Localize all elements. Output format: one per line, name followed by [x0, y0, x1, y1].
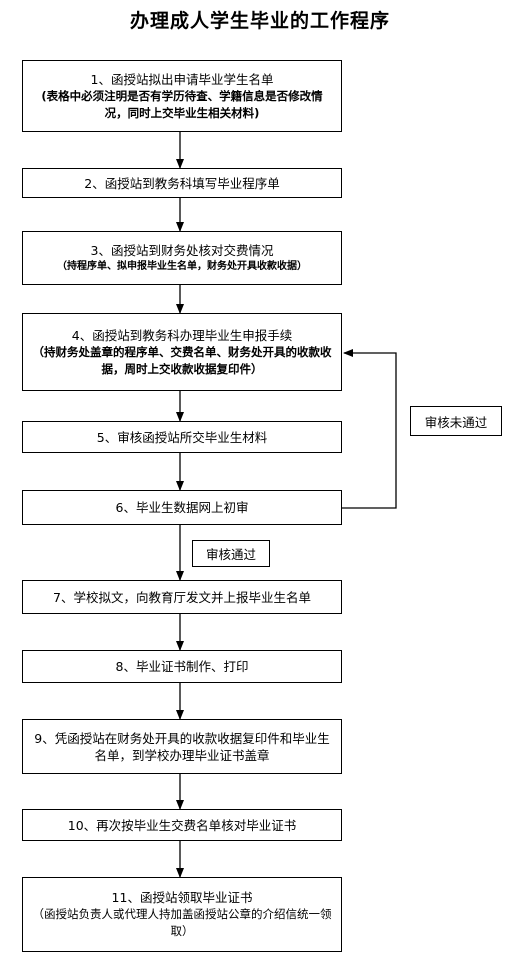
step-1-box: 1、函授站拟出申请毕业学生名单 (表格中必须注明是否有学历待查、学籍信息是否修改…	[22, 60, 342, 132]
step-11-box: 11、函授站领取毕业证书 （函授站负责人或代理人持加盖函授站公章的介绍信统一领取…	[22, 877, 342, 952]
step-2-title: 2、函授站到教务科填写毕业程序单	[84, 175, 280, 191]
step-11-title: 11、函授站领取毕业证书	[111, 890, 253, 905]
step-11-note: （函授站负责人或代理人持加盖函授站公章的介绍信统一领取）	[32, 907, 332, 938]
step-9-title: 9、凭函授站在财务处开具的收款收据复印件和毕业生名单，到学校办理毕业证书盖章	[34, 730, 330, 763]
step-4-note: （持财务处盖章的程序单、交费名单、财务处开具的收款收据，周时上交收款收据复印件）	[32, 344, 332, 376]
step-6-box: 6、毕业生数据网上初审	[22, 490, 342, 525]
step-7-title: 7、学校拟文，向教育厅发文并上报毕业生名单	[53, 589, 311, 605]
step-1-title: 1、函授站拟出申请毕业学生名单	[90, 71, 274, 87]
step-6-title: 6、毕业生数据网上初审	[115, 500, 249, 515]
step-4-box: 4、函授站到教务科办理毕业生申报手续 （持财务处盖章的程序单、交费名单、财务处开…	[22, 313, 342, 391]
step-3-box: 3、函授站到财务处核对交费情况 （持程序单、拟申报毕业生名单，财务处开具收款收据…	[22, 231, 342, 285]
step-10-title: 10、再次按毕业生交费名单核对毕业证书	[67, 817, 297, 833]
step-3-title: 3、函授站到财务处核对交费情况	[90, 242, 274, 258]
review-failed-label: 审核未通过	[410, 406, 502, 436]
step-3-note: （持程序单、拟申报毕业生名单，财务处开具收款收据）	[57, 260, 307, 272]
step-10-box: 10、再次按毕业生交费名单核对毕业证书	[22, 809, 342, 841]
step-9-box: 9、凭函授站在财务处开具的收款收据复印件和毕业生名单，到学校办理毕业证书盖章	[22, 719, 342, 774]
step-7-box: 7、学校拟文，向教育厅发文并上报毕业生名单	[22, 580, 342, 614]
diagram-title: 办理成人学生毕业的工作程序	[129, 10, 390, 32]
step-8-box: 8、毕业证书制作、打印	[22, 650, 342, 683]
step-2-box: 2、函授站到教务科填写毕业程序单	[22, 168, 342, 198]
step-5-title: 5、审核函授站所交毕业生材料	[96, 429, 268, 445]
review-passed-label: 审核通过	[192, 540, 270, 567]
step-5-box: 5、审核函授站所交毕业生材料	[22, 421, 342, 453]
step-4-title: 4、函授站到教务科办理毕业生申报手续	[71, 327, 293, 343]
fail-loop-arrow	[342, 349, 397, 509]
step-1-note: (表格中必须注明是否有学历待查、学籍信息是否修改情况，同时上交毕业生相关材料)	[41, 88, 323, 120]
step-8-title: 8、毕业证书制作、打印	[115, 659, 249, 674]
